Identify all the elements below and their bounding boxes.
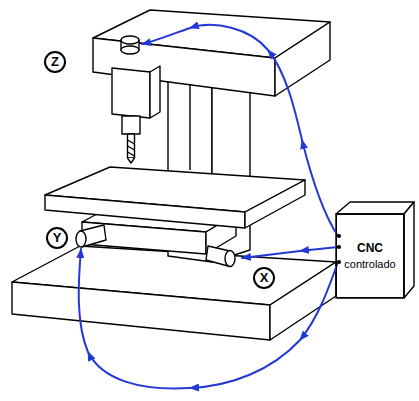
spindle-housing-side [150,66,160,118]
z-motor-bottom [121,46,139,54]
controller-side [404,202,414,298]
z-axis-wire [142,25,338,236]
controller-box: CNC controlado [336,214,404,298]
axis-badge: X [253,267,275,289]
node-sublabel: controlado [344,258,395,271]
table-front [45,195,245,228]
y-motor-end [76,231,86,247]
terminal-dot [337,234,341,238]
node-label: CNC [357,241,383,255]
tool-flutes [128,140,135,156]
spindle-housing [112,68,150,118]
cutting-tool [128,134,135,158]
axis-badge: Y [46,227,68,249]
tool-tip [128,158,135,163]
spindle [122,116,140,134]
controller-top [336,202,414,214]
x-motor-end [225,251,235,267]
table-side [245,180,305,228]
terminal-dot [337,260,341,264]
z-motor-top [121,36,139,44]
base-front [12,282,270,340]
terminal-dot [337,245,341,249]
axis-badge: Z [44,51,66,73]
node-label: Y [53,230,62,246]
base-side [270,262,336,340]
controller-front [336,214,404,298]
node-label: X [260,270,269,286]
head-side [275,22,330,96]
x-axis-wire [242,247,338,258]
node-label: Z [51,54,59,70]
y-axis-wire [79,249,338,388]
